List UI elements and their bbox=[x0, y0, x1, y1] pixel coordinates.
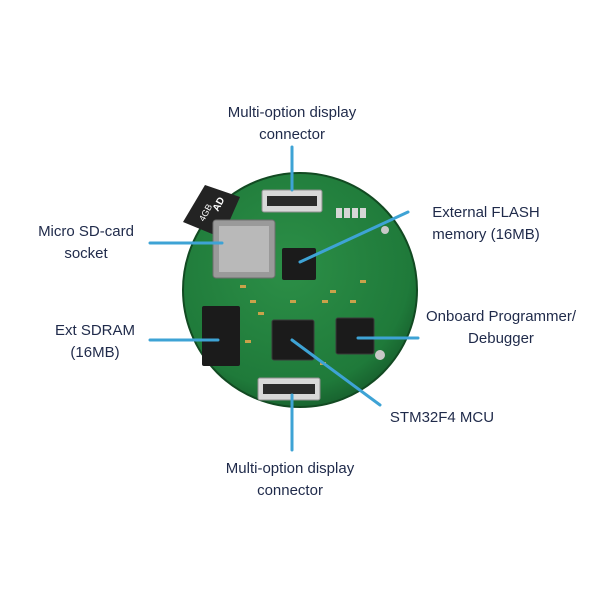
bottom-display-connector bbox=[257, 377, 321, 401]
label-programmer: Onboard Programmer/ Debugger bbox=[425, 308, 577, 347]
programmer-chip bbox=[335, 317, 375, 355]
label-top-display: Multi-option display connector bbox=[227, 104, 357, 143]
flash-chip bbox=[282, 248, 316, 280]
top-display-connector bbox=[261, 189, 323, 213]
header-pins bbox=[336, 208, 366, 218]
label-mcu: STM32F4 MCU bbox=[389, 409, 495, 426]
label-ext-flash: External FLASH memory (16MB) bbox=[432, 204, 540, 243]
label-ext-sdram: Ext SDRAM (16MB) bbox=[54, 322, 135, 361]
label-bottom-display: Multi-option display connector bbox=[225, 460, 355, 499]
label-micro-sd: Micro SD-card socket bbox=[38, 223, 134, 262]
leader-ext-flash bbox=[298, 210, 410, 264]
mounting-hole bbox=[381, 226, 389, 234]
sdram-chip bbox=[202, 306, 240, 366]
mounting-hole bbox=[375, 350, 385, 360]
leader-mcu bbox=[290, 338, 382, 407]
